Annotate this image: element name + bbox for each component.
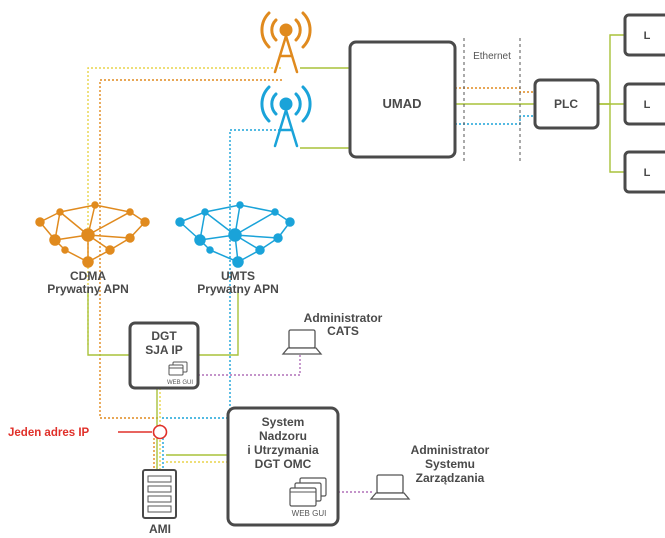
server-icon[interactable] [142, 469, 177, 519]
network-mesh-blue-icon [175, 201, 295, 268]
admin-sys-label-3: Zarządzania [416, 471, 485, 485]
ethernet-label: Ethernet [473, 51, 511, 62]
admin-cats-label-1: Administrator [304, 311, 383, 325]
link-plc-load-1 [598, 34, 625, 105]
network-mesh-orange-icon [35, 201, 150, 268]
laptop-icon[interactable] [281, 329, 323, 355]
link-blue-ami-tower [162, 129, 282, 419]
omc-label-2: Nadzoru [259, 429, 307, 443]
cdma-label-1: CDMA [70, 269, 106, 283]
laptop-icon[interactable] [369, 474, 411, 500]
browser-window-icon[interactable] [289, 477, 327, 507]
link-cdma-dgt [87, 290, 130, 356]
admin-sys-label-1: Administrator [411, 443, 490, 457]
dgt-web-gui: WEB GUI [167, 380, 193, 386]
link-plc-load-3 [609, 104, 625, 173]
umts-label-2: Prywatny APN [197, 282, 279, 296]
umts-label-1: UMTS [221, 269, 255, 283]
admin-sys-label-2: Systemu [425, 457, 475, 471]
umad-box[interactable] [348, 40, 457, 159]
plc-label: PLC [554, 97, 578, 111]
load-box-3[interactable] [623, 150, 665, 194]
ip-circle [152, 424, 168, 440]
antenna-blue-icon [260, 85, 312, 148]
load-label-1: L [644, 30, 651, 42]
dgt-label-1: DGT [151, 329, 177, 343]
dgt-label-2: SJA IP [145, 343, 183, 357]
omc-label-1: System [262, 415, 305, 429]
ip-label: Jeden adres IP [8, 427, 90, 439]
load-label-2: L [644, 99, 651, 111]
link-yellow-dgt-tower [87, 67, 282, 345]
load-label-3: L [644, 167, 651, 179]
link-orange-ami-tower [99, 79, 282, 419]
omc-label-4: DGT OMC [255, 457, 312, 471]
ami-label: AMI [149, 522, 171, 536]
browser-window-icon[interactable] [168, 361, 188, 376]
link-blue-umad-plc [455, 115, 535, 125]
link-umts-dgt [198, 290, 239, 356]
antenna-orange-icon [260, 11, 312, 74]
omc-web-gui: WEB GUI [292, 509, 327, 518]
link-admin-cats [178, 355, 301, 376]
ethernet-separators [463, 38, 521, 162]
plc-box[interactable] [533, 78, 600, 130]
omc-label-3: i Utrzymania [247, 443, 319, 457]
cdma-label-2: Prywatny APN [47, 282, 129, 296]
admin-cats-label-2: CATS [327, 324, 359, 338]
umad-label: UMAD [383, 96, 422, 111]
load-box-1[interactable] [623, 13, 665, 57]
load-box-2[interactable] [623, 82, 665, 126]
link-orange-umad-plc [455, 87, 535, 93]
